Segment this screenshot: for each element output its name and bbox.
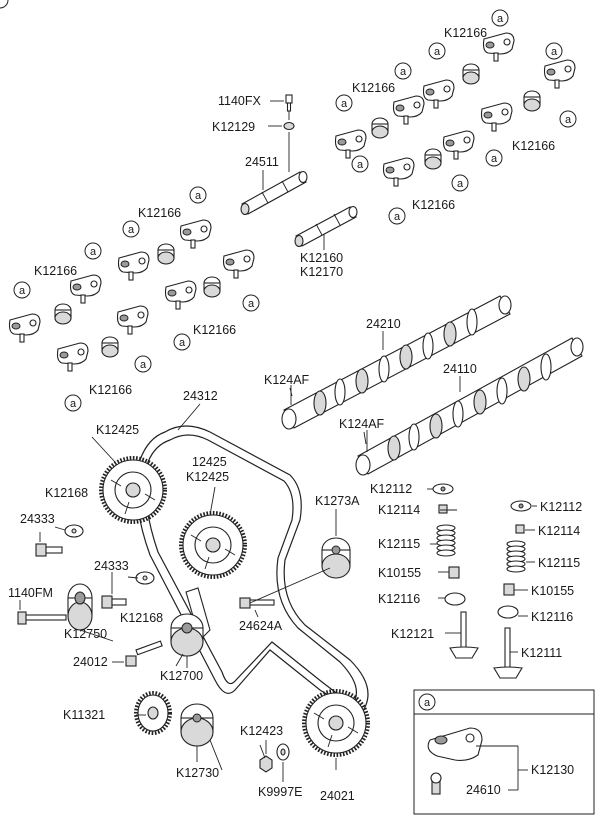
washer-k12129 xyxy=(283,121,295,131)
label-k12730: K12730 xyxy=(176,766,219,780)
marker-a: a xyxy=(70,398,77,410)
label-24021: 24021 xyxy=(320,789,355,803)
marker-a-circles xyxy=(0,0,9,9)
label-k10155: K10155 xyxy=(531,584,574,598)
label-k12166: K12166 xyxy=(193,323,236,337)
label-k12166: K12166 xyxy=(89,383,132,397)
rocker-shaft-24511 xyxy=(240,170,308,216)
label-k12114: K12114 xyxy=(378,503,420,517)
crank-pulley-k11321 xyxy=(134,691,172,735)
label-24012: 24012 xyxy=(73,655,108,669)
label-1140fx: 1140FX xyxy=(218,94,262,108)
marker-a: a xyxy=(90,246,97,258)
label-k12168: K12168 xyxy=(45,486,88,500)
label-k12116: K12116 xyxy=(378,592,420,606)
marker-a: a xyxy=(19,285,26,297)
bolt-24012 xyxy=(125,640,163,667)
marker-a: a xyxy=(394,211,401,223)
bolt-1140fx xyxy=(285,94,293,112)
label-1140fm: 1140FM xyxy=(8,586,53,600)
marker-a: a xyxy=(357,159,364,171)
label-k12112: K12112 xyxy=(540,500,582,514)
label-k12166: K12166 xyxy=(138,206,181,220)
label-k124af: K124AF xyxy=(264,373,310,387)
label-24511: 24511 xyxy=(245,155,279,169)
nut-k12423 xyxy=(259,755,273,773)
label-k12111: K12111 xyxy=(521,646,562,660)
label-k12116: K12116 xyxy=(531,610,573,624)
label-k12160: K12160 xyxy=(300,251,343,265)
valve-stack-left xyxy=(432,483,479,659)
label-k12166: K12166 xyxy=(34,264,77,278)
leader-lines xyxy=(79,387,367,771)
label-k12750: K12750 xyxy=(64,627,107,641)
pulley-k12730 xyxy=(180,703,214,747)
marker-a: a xyxy=(565,114,572,126)
label-k12115: K12115 xyxy=(378,537,420,551)
label-24210: 24210 xyxy=(366,317,401,331)
marker-a: a xyxy=(400,66,407,78)
label-24110: 24110 xyxy=(443,362,477,376)
camshaft-24110 xyxy=(355,337,584,476)
marker-a: a xyxy=(140,359,147,371)
marker-a: a xyxy=(434,46,441,58)
camshaft-24210 xyxy=(281,295,512,430)
label-24333: 24333 xyxy=(20,512,55,526)
crank-sprocket-24021 xyxy=(302,689,370,757)
a-markers: a a a a a a a a a a a a a a a a a a a xyxy=(13,9,577,711)
rocker-shaft-k12160 xyxy=(294,205,358,248)
bolt-1140fm xyxy=(17,611,67,625)
valve-stack-right xyxy=(493,500,532,679)
label-k9997e: K9997E xyxy=(258,785,302,799)
rocker-arm-group-right xyxy=(334,32,576,187)
label-k124af: K124AF xyxy=(339,417,385,431)
bolt-24333-upper xyxy=(35,524,84,557)
label-24333: 24333 xyxy=(94,559,129,573)
marker-a: a xyxy=(491,153,498,165)
label-k12170: K12170 xyxy=(300,265,343,279)
marker-a: a xyxy=(128,224,135,236)
label-k12166: K12166 xyxy=(512,139,555,153)
label-k12425: K12425 xyxy=(96,423,139,437)
label-12425: 12425 xyxy=(192,455,227,469)
marker-a: a xyxy=(341,98,348,110)
label-k12130: K12130 xyxy=(531,763,574,777)
cam-sprocket-lower xyxy=(179,511,247,579)
idler-k1273a xyxy=(321,537,351,579)
detail-box-a xyxy=(413,689,595,815)
marker-a: a xyxy=(179,337,186,349)
label-k12112: K12112 xyxy=(370,482,412,496)
idler-k12750 xyxy=(67,583,93,631)
marker-a: a xyxy=(457,178,464,190)
label-k12115: K12115 xyxy=(538,556,580,570)
label-k12114: K12114 xyxy=(538,524,580,538)
label-k12121: K12121 xyxy=(391,627,434,641)
label-k1273a: K1273A xyxy=(315,494,360,508)
marker-a: a xyxy=(195,190,202,202)
label-24624a: 24624A xyxy=(239,619,283,633)
tensioner-k12700 xyxy=(170,587,211,657)
label-k12700: K12700 xyxy=(160,669,203,683)
marker-a: a xyxy=(497,13,504,25)
label-k12129: K12129 xyxy=(212,120,255,134)
washer-k9997e xyxy=(276,743,290,761)
label-k12168: K12168 xyxy=(120,611,163,625)
part-labels: 1140FX K12129 24511 K12160 K12170 K12166… xyxy=(8,26,582,803)
label-k11321: K11321 xyxy=(63,708,105,722)
label-24312: 24312 xyxy=(183,389,218,403)
detail-marker-a: a xyxy=(424,697,431,709)
label-24610: 24610 xyxy=(466,783,501,797)
cam-sprocket-upper xyxy=(99,456,167,524)
marker-a: a xyxy=(248,298,255,310)
label-k12166: K12166 xyxy=(412,198,455,212)
label-k12423: K12423 xyxy=(240,724,283,738)
label-k12166: K12166 xyxy=(352,81,395,95)
label-k12166: K12166 xyxy=(444,26,487,40)
label-k12425: K12425 xyxy=(186,470,229,484)
label-k10155: K10155 xyxy=(378,566,421,580)
marker-a: a xyxy=(551,46,558,58)
